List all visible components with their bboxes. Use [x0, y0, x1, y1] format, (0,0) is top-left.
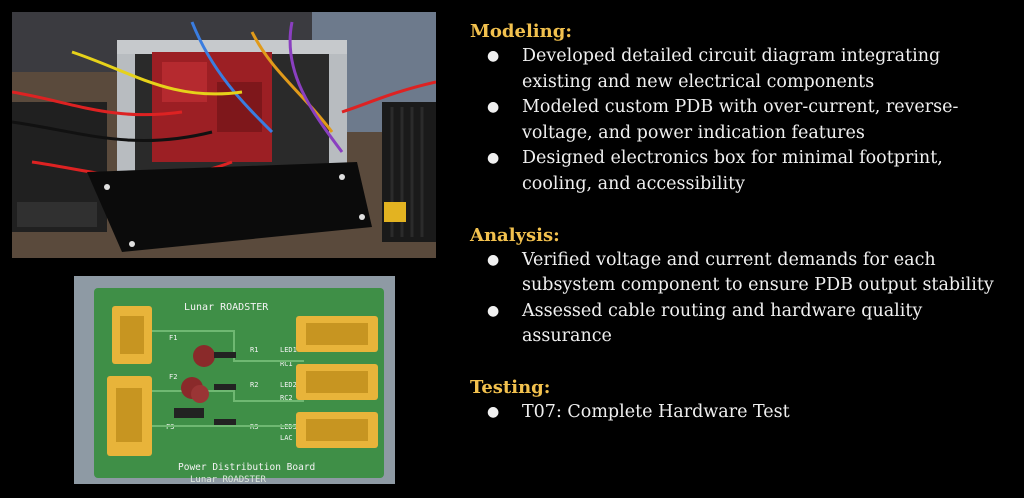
section-analysis: Analysis: ● Verified voltage and current … [470, 224, 1015, 350]
label-led1: LED1 [280, 346, 297, 354]
bullet-item: ● Modeled custom PDB with over-current, r… [470, 95, 1015, 146]
section-title-modeling: Modeling: [470, 21, 572, 42]
bullet-text: T07: Complete Hardware Test [522, 401, 790, 422]
label-f1: F1 [169, 334, 177, 342]
pdb-photo: Lunar ROADSTER Power Distribution Board … [74, 276, 395, 484]
bullet-item: ● Verified voltage and current demands fo… [470, 248, 1015, 299]
bullet-icon: ● [487, 251, 500, 268]
pdb-title-bottom-mirror: Lunar ROADSTER [190, 475, 266, 484]
electronics-box-photo [12, 12, 436, 258]
section-modeling: Modeling: ● Developed detailed circuit di… [470, 20, 1015, 198]
bullet-text: Modeled custom PDB with over-current, re… [522, 97, 959, 143]
label-r1: R1 [250, 346, 258, 354]
label-lac: LAC [280, 434, 293, 442]
label-r2: R2 [250, 381, 258, 389]
bullet-item: ● Designed electronics box for minimal fo… [470, 146, 1015, 197]
bullet-icon: ● [487, 48, 500, 64]
label-led2: LED2 [280, 381, 297, 389]
bullet-item: ● T07: Complete Hardware Test [470, 400, 1015, 426]
section-testing: Testing: ● T07: Complete Hardware Test [470, 376, 1015, 426]
bullet-text: Verified voltage and current demands for… [522, 249, 994, 296]
bullet-icon: ● [487, 150, 500, 167]
label-rc2: RC2 [280, 394, 293, 402]
section-title-analysis: Analysis: [470, 224, 560, 246]
label-f2: F2 [169, 373, 177, 381]
bullet-item: ● Assessed cable routing and hardware qua… [470, 299, 1015, 350]
section-title-testing: Testing: [470, 376, 551, 398]
bullet-icon: ● [487, 403, 500, 420]
bullet-text: Developed detailed circuit diagram integ… [522, 46, 941, 92]
pdb-title-top: Lunar ROADSTER [184, 302, 269, 313]
content-column: Modeling: ● Developed detailed circuit di… [470, 20, 1015, 426]
bullet-item: ● Developed detailed circuit diagram inte… [470, 44, 1015, 95]
bullet-icon: ● [487, 302, 500, 319]
bullet-icon: ● [487, 99, 500, 116]
label-rc1: RC1 [280, 360, 293, 368]
bullet-text: Assessed cable routing and hardware qual… [522, 300, 923, 347]
pdb-title-bottom: Power Distribution Board [178, 462, 315, 473]
bullet-text: Designed electronics box for minimal foo… [522, 148, 943, 194]
